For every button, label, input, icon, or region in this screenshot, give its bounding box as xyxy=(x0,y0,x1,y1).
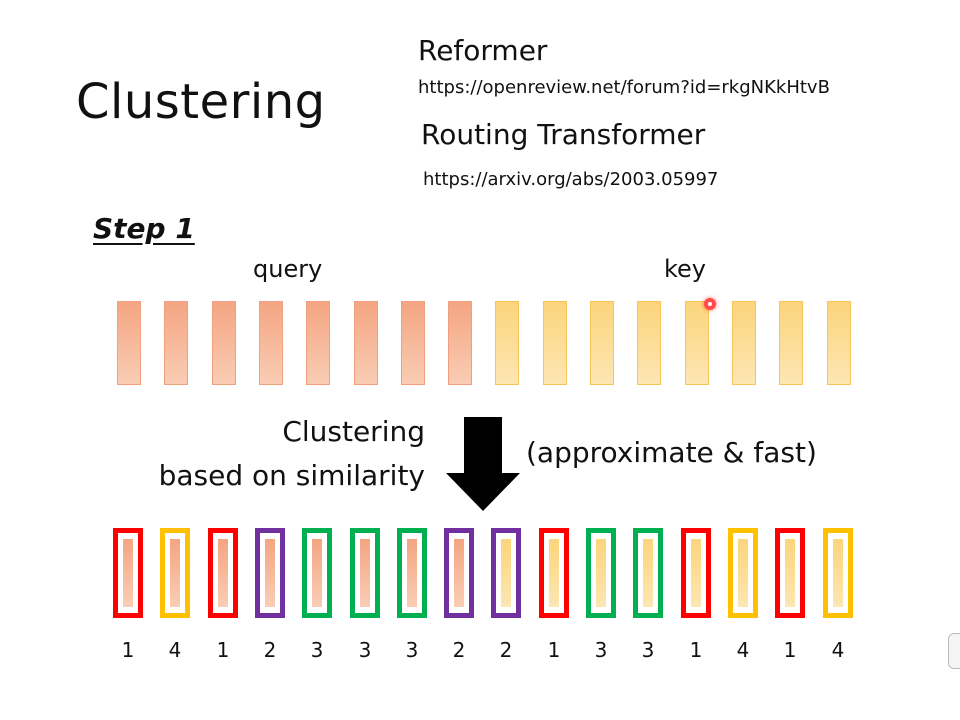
token-fill xyxy=(454,539,464,607)
query-label: query xyxy=(253,255,323,283)
token-fill xyxy=(691,539,701,607)
token-fill xyxy=(785,539,795,607)
clustering-description: Clustering based on similarity xyxy=(159,410,425,498)
token-fill xyxy=(218,539,228,607)
token-fill xyxy=(123,539,133,607)
cluster-id-label: 3 xyxy=(310,638,324,662)
clustered-key-token xyxy=(775,528,805,618)
key-token xyxy=(543,301,567,385)
key-token xyxy=(827,301,851,385)
down-arrow-icon xyxy=(446,417,520,511)
cluster-id-label: 1 xyxy=(689,638,703,662)
token-fill xyxy=(407,539,417,607)
clustering-line-2: based on similarity xyxy=(158,459,425,492)
query-token xyxy=(306,301,330,385)
routing-transformer-link[interactable]: https://arxiv.org/abs/2003.05997 xyxy=(423,169,719,190)
query-token xyxy=(448,301,472,385)
token-fill xyxy=(360,539,370,607)
clustered-query-token xyxy=(255,528,285,618)
cluster-id-label: 4 xyxy=(168,638,182,662)
cluster-id-label: 3 xyxy=(641,638,655,662)
clustering-line-1: Clustering xyxy=(282,415,425,448)
query-token xyxy=(212,301,236,385)
token-fill xyxy=(643,539,653,607)
token-fill xyxy=(312,539,322,607)
cluster-id-label: 4 xyxy=(736,638,750,662)
step-label: Step 1 xyxy=(93,212,195,245)
token-fill xyxy=(501,539,511,607)
clustered-query-token xyxy=(302,528,332,618)
routing-transformer-title: Routing Transformer xyxy=(421,118,706,151)
token-fill xyxy=(170,539,180,607)
slide-title: Clustering xyxy=(76,74,326,130)
cluster-id-label: 3 xyxy=(405,638,419,662)
key-token xyxy=(685,301,709,385)
cluster-id-label: 1 xyxy=(547,638,561,662)
cluster-id-label: 2 xyxy=(452,638,466,662)
key-token xyxy=(779,301,803,385)
clustered-key-token xyxy=(681,528,711,618)
key-token xyxy=(590,301,614,385)
query-token xyxy=(164,301,188,385)
query-token xyxy=(401,301,425,385)
token-fill xyxy=(596,539,606,607)
cluster-id-label: 2 xyxy=(263,638,277,662)
key-token xyxy=(637,301,661,385)
cluster-id-label: 1 xyxy=(216,638,230,662)
clustered-query-token xyxy=(444,528,474,618)
clustered-query-token xyxy=(397,528,427,618)
token-fill xyxy=(549,539,559,607)
token-fill xyxy=(265,539,275,607)
cluster-id-label: 4 xyxy=(831,638,845,662)
reformer-link[interactable]: https://openreview.net/forum?id=rkgNKkHt… xyxy=(418,77,830,98)
clustered-query-token xyxy=(208,528,238,618)
query-token xyxy=(117,301,141,385)
token-fill xyxy=(738,539,748,607)
clustered-key-token xyxy=(491,528,521,618)
cluster-id-label: 1 xyxy=(121,638,135,662)
cluster-id-label: 2 xyxy=(499,638,513,662)
reformer-title: Reformer xyxy=(418,34,548,67)
key-token xyxy=(495,301,519,385)
key-token xyxy=(732,301,756,385)
side-handle[interactable] xyxy=(948,633,960,669)
clustered-key-token xyxy=(823,528,853,618)
token-fill xyxy=(833,539,843,607)
cluster-id-label: 1 xyxy=(783,638,797,662)
clustered-key-token xyxy=(539,528,569,618)
clustered-query-token xyxy=(113,528,143,618)
clustered-query-token xyxy=(350,528,380,618)
clustered-key-token xyxy=(633,528,663,618)
clustered-key-token xyxy=(586,528,616,618)
query-token xyxy=(354,301,378,385)
laser-pointer-icon xyxy=(704,298,716,310)
approx-label: (approximate & fast) xyxy=(526,436,817,469)
clustered-key-token xyxy=(728,528,758,618)
cluster-id-label: 3 xyxy=(358,638,372,662)
clustered-query-token xyxy=(160,528,190,618)
cluster-id-label: 3 xyxy=(594,638,608,662)
query-token xyxy=(259,301,283,385)
key-label: key xyxy=(664,255,707,283)
